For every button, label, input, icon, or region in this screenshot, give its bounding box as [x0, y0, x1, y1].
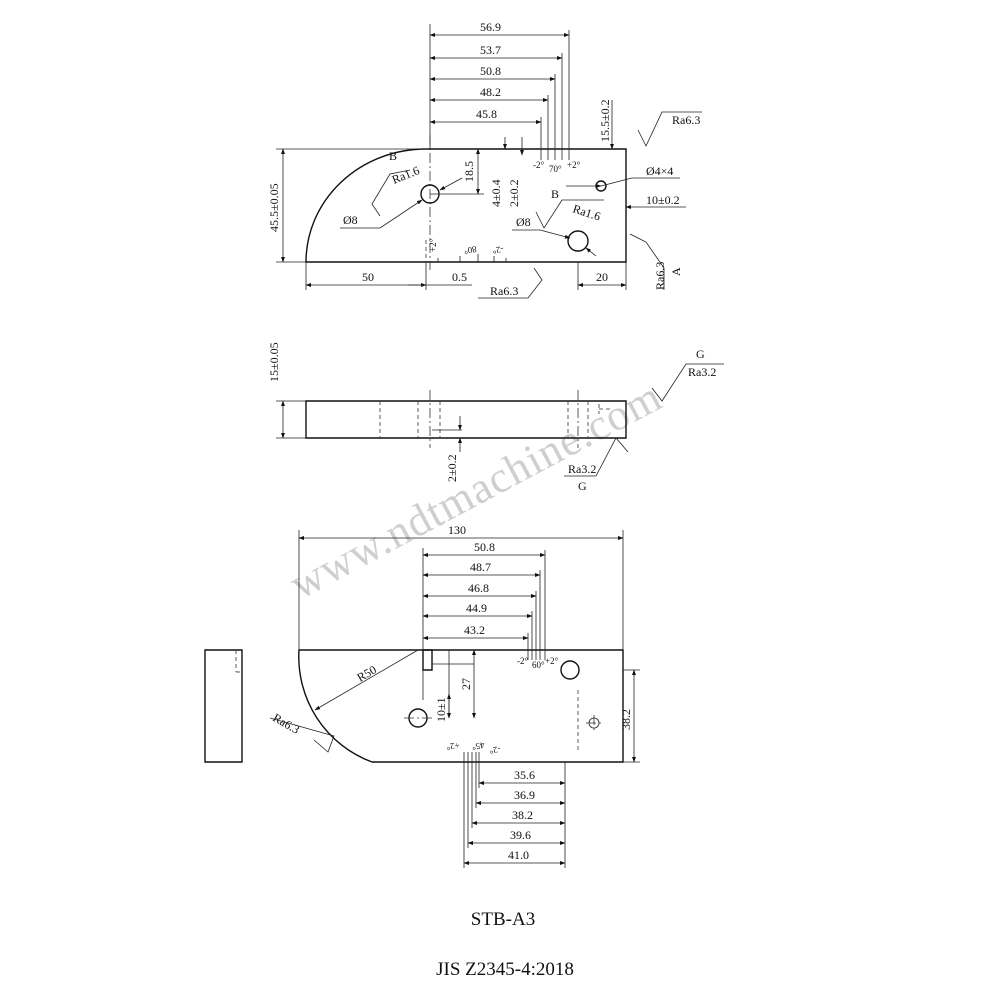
bottom-angle-45: 45°	[471, 740, 486, 752]
roughness-symbol-top-right	[638, 112, 702, 146]
title-model: STB-A3	[471, 909, 535, 930]
bottom-angle-plus: +2°	[545, 656, 559, 666]
bottom-roughness: Ra6.3	[271, 710, 303, 736]
label-a: A	[669, 267, 683, 276]
dim-45-8: 45.8	[476, 107, 497, 121]
label-b-left: B	[389, 149, 397, 163]
roughness-fine-right-label: Ra1.6	[571, 202, 602, 224]
roughness-fine-left	[372, 170, 410, 216]
bottom-notch	[423, 650, 432, 670]
side-label-g-bottom: G	[578, 479, 587, 493]
bottom-hole-right	[561, 661, 579, 679]
bottom-dim-48-7: 48.7	[470, 560, 491, 574]
dim-2: 2±0.2	[507, 179, 521, 207]
roughness-symbol-a	[630, 234, 664, 290]
bottom-dim-27: 27	[459, 678, 473, 690]
bottom-dim-44-9: 44.9	[466, 601, 487, 615]
side-outline	[306, 401, 626, 438]
front-view: 56.9 53.7 50.8 48.2 45.8 -2° 70° +2° 45.…	[267, 20, 702, 298]
bottom-roughness-symbol	[270, 718, 334, 752]
dim-10: 10±0.2	[646, 193, 680, 207]
bottom-view: 130 50.8 48.7 46.8 44.9 43.2 -2° 60° +2°…	[205, 523, 640, 868]
dim-right-top: 15.5±0.2	[598, 99, 612, 142]
side-dim-2: 2±0.2	[445, 454, 459, 482]
front-angle-plus: +2°	[567, 160, 581, 170]
roughness-fine-left-label: Ra1.6	[390, 163, 422, 187]
roughness-symbol-side-bottom	[564, 438, 628, 476]
bottom-dim-50-8: 50.8	[474, 540, 495, 554]
dim-18-5: 18.5	[462, 161, 476, 182]
roughness-symbol-bottom	[478, 268, 542, 298]
bottom-radius: R50	[355, 662, 379, 684]
front-angle-80: 80°	[463, 244, 478, 256]
label-b-right: B	[551, 187, 559, 201]
bottom-angle-minus: -2°	[517, 656, 528, 666]
front-angle-minus-b: -2°	[491, 244, 504, 256]
side-roughness-top: Ra3.2	[688, 365, 716, 379]
bottom-dim-10: 10±1	[434, 697, 448, 722]
hole-left-label: Ø8	[343, 213, 358, 227]
side-view: 15±0.05 2±0.2 G Ra3.2 Ra3.2 G	[267, 342, 724, 493]
dim-20: 20	[596, 270, 608, 284]
dim-48-2: 48.2	[480, 85, 501, 99]
bottom-dim-38-2: 38.2	[619, 709, 633, 730]
bottom-radius-leader	[314, 650, 418, 710]
bottom-dim-43-2: 43.2	[464, 623, 485, 637]
dim-4: 4±0.4	[489, 179, 503, 207]
bottom-dim-38-2b: 38.2	[512, 808, 533, 822]
roughness-top-right: Ra6.3	[672, 113, 700, 127]
bottom-dim-35-6: 35.6	[514, 768, 535, 782]
dim-height: 45.5±0.05	[267, 183, 281, 232]
roughness-a: Ra6.3	[653, 262, 667, 290]
side-roughness-bottom: Ra3.2	[568, 462, 596, 476]
dim-50-8: 50.8	[480, 64, 501, 78]
dim-50: 50	[362, 270, 374, 284]
dim-53-7: 53.7	[480, 43, 501, 57]
dim-0-5: 0.5	[452, 270, 467, 284]
bottom-angle-60: 60°	[532, 660, 545, 670]
dim-130: 130	[448, 523, 466, 537]
roughness-bottom: Ra6.3	[490, 284, 518, 298]
bottom-dim-41-0: 41.0	[508, 848, 529, 862]
roughness-fine-right	[536, 200, 604, 228]
bottom-dim-36-9: 36.9	[514, 788, 535, 802]
hole-right-label: Ø8	[516, 215, 531, 229]
bottom-angle-45-plus: +2°	[445, 740, 460, 752]
front-angle-plus-b: +2°	[428, 238, 438, 252]
title-standard: JIS Z2345-4:2018	[436, 959, 574, 980]
hole-right-circle	[568, 231, 588, 251]
bottom-side-block	[205, 650, 242, 762]
bottom-outline	[299, 650, 623, 762]
side-label-g-top: G	[696, 347, 705, 361]
bottom-dim-39-6: 39.6	[510, 828, 531, 842]
roughness-symbol-side-top	[652, 364, 724, 401]
front-angle-70: 70°	[549, 164, 562, 174]
dim-thickness: 15±0.05	[267, 342, 281, 382]
dim-56-9: 56.9	[480, 20, 501, 34]
front-angle-minus: -2°	[533, 160, 544, 170]
bottom-angle-45-minus: -2°	[488, 744, 501, 756]
bottom-dim-46-8: 46.8	[468, 581, 489, 595]
hole-small-label: Ø4×4	[646, 164, 673, 178]
